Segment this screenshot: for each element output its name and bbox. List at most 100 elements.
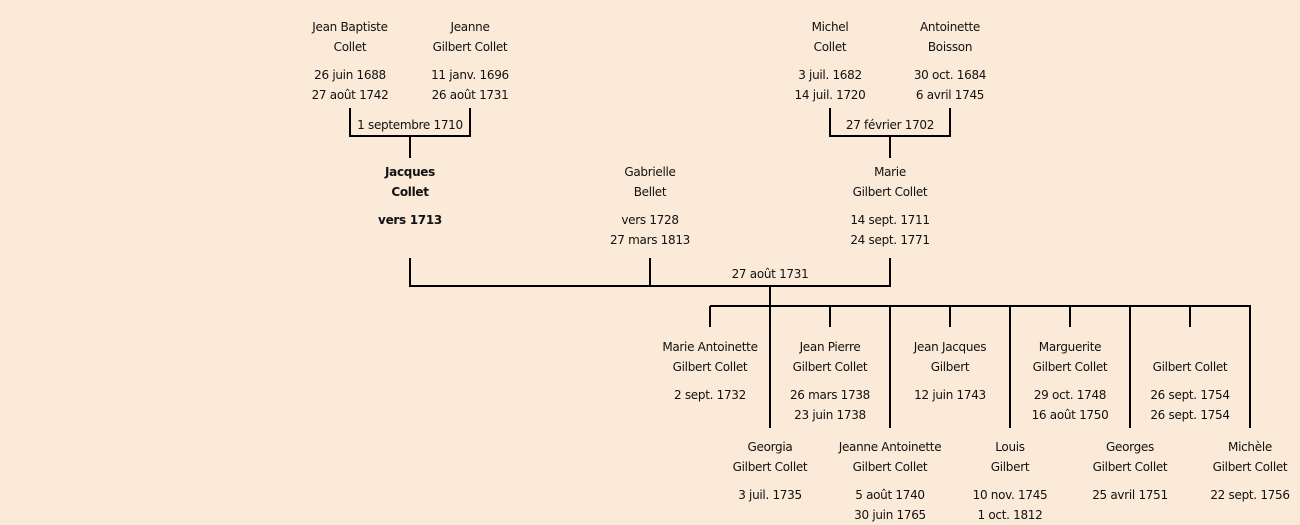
spacer bbox=[345, 202, 475, 210]
person-birth-date: 29 oct. 1748 bbox=[1033, 388, 1107, 402]
spacer bbox=[1185, 477, 1300, 485]
spacer bbox=[285, 57, 415, 65]
person-death-date bbox=[705, 505, 835, 525]
person-first-name: Georges bbox=[1106, 440, 1154, 454]
connector-line bbox=[1129, 306, 1131, 428]
connector-line bbox=[769, 286, 771, 307]
person-death-date: 30 juin 1765 bbox=[854, 508, 926, 522]
connector-line bbox=[1069, 306, 1071, 327]
person-first-name: Louis bbox=[995, 440, 1025, 454]
connector-line bbox=[889, 306, 891, 428]
spacer bbox=[945, 477, 1075, 485]
connector-line bbox=[829, 306, 831, 327]
person-death-date: 24 sept. 1771 bbox=[850, 233, 930, 247]
person-last-name: Boisson bbox=[927, 40, 973, 54]
person-first-name: Michel bbox=[811, 20, 849, 34]
connector-line bbox=[1009, 306, 1011, 428]
spacer bbox=[585, 202, 715, 210]
marriage-date: 1 septembre 1710 bbox=[357, 118, 463, 132]
person-birth-date: vers 1713 bbox=[378, 213, 442, 227]
person-death-date bbox=[345, 230, 475, 250]
spacer bbox=[1005, 377, 1135, 385]
spacer bbox=[1125, 377, 1255, 385]
person-last-name: Gilbert Collet bbox=[732, 460, 808, 474]
person-last-name: Gilbert Collet bbox=[1032, 360, 1108, 374]
spacer bbox=[645, 377, 775, 385]
person-death-date bbox=[645, 405, 775, 425]
person-last-name: Gilbert bbox=[930, 360, 970, 374]
person-first-name bbox=[1125, 337, 1255, 357]
person-death-date bbox=[1065, 505, 1195, 525]
person-death-date bbox=[885, 405, 1015, 425]
connector-line bbox=[469, 108, 471, 137]
connector-line bbox=[889, 258, 891, 287]
person-birth-date: 26 juin 1688 bbox=[314, 68, 386, 82]
person-last-name: Bellet bbox=[633, 185, 667, 199]
person-death-date: 1 oct. 1812 bbox=[977, 508, 1043, 522]
person-birth-date: 5 août 1740 bbox=[855, 488, 925, 502]
person-last-name: Collet bbox=[391, 185, 429, 199]
person-first-name: Marguerite bbox=[1038, 340, 1102, 354]
spacer bbox=[1065, 477, 1195, 485]
person-death-date: 6 avril 1745 bbox=[915, 88, 985, 102]
person-first-name: Jeanne bbox=[450, 20, 490, 34]
person-birth-date: 3 juil. 1682 bbox=[798, 68, 862, 82]
person-death-date: 26 sept. 1754 bbox=[1150, 408, 1230, 422]
marriage-date: 27 février 1702 bbox=[845, 118, 935, 132]
person-birth-date: vers 1728 bbox=[621, 213, 679, 227]
person-first-name: Jeanne Antoinette bbox=[838, 440, 942, 454]
connector-line bbox=[889, 136, 891, 158]
person-last-name: Gilbert Collet bbox=[852, 460, 928, 474]
person-last-name: Collet bbox=[333, 40, 367, 54]
person-birth-date: 11 janv. 1696 bbox=[431, 68, 509, 82]
connector-line bbox=[409, 136, 411, 158]
person-death-date: 27 mars 1813 bbox=[609, 233, 691, 247]
spacer bbox=[765, 57, 895, 65]
person-last-name: Gilbert Collet bbox=[792, 360, 868, 374]
connector-line bbox=[410, 285, 891, 287]
person-first-name: Gabrielle bbox=[624, 165, 676, 179]
person-last-name: Gilbert Collet bbox=[1212, 460, 1288, 474]
person-last-name: Collet bbox=[813, 40, 847, 54]
person-birth-date: 30 oct. 1684 bbox=[913, 68, 987, 82]
person-last-name: Gilbert bbox=[990, 460, 1030, 474]
person-death-date bbox=[1185, 505, 1300, 525]
marriage-date: 27 août 1731 bbox=[731, 267, 809, 281]
connector-line bbox=[1189, 306, 1191, 327]
person-birth-date: 25 avril 1751 bbox=[1092, 488, 1168, 502]
person-death-date: 16 août 1750 bbox=[1031, 408, 1109, 422]
connector-line bbox=[710, 305, 1251, 307]
connector-line bbox=[409, 258, 411, 287]
connector-line bbox=[649, 258, 651, 287]
person-death-date: 14 juil. 1720 bbox=[794, 88, 866, 102]
person-last-name: Gilbert Collet bbox=[672, 360, 748, 374]
person-last-name: Gilbert Collet bbox=[852, 185, 928, 199]
person-first-name: Marie Antoinette bbox=[662, 340, 758, 354]
connector-line bbox=[829, 108, 831, 137]
person-first-name: Antoinette bbox=[920, 20, 980, 34]
spacer bbox=[765, 377, 895, 385]
person-birth-date: 26 mars 1738 bbox=[789, 388, 871, 402]
spacer bbox=[825, 477, 955, 485]
connector-line bbox=[769, 306, 771, 428]
spacer bbox=[885, 57, 1015, 65]
person-last-name: Gilbert Collet bbox=[1152, 360, 1228, 374]
connector-line bbox=[949, 108, 951, 137]
